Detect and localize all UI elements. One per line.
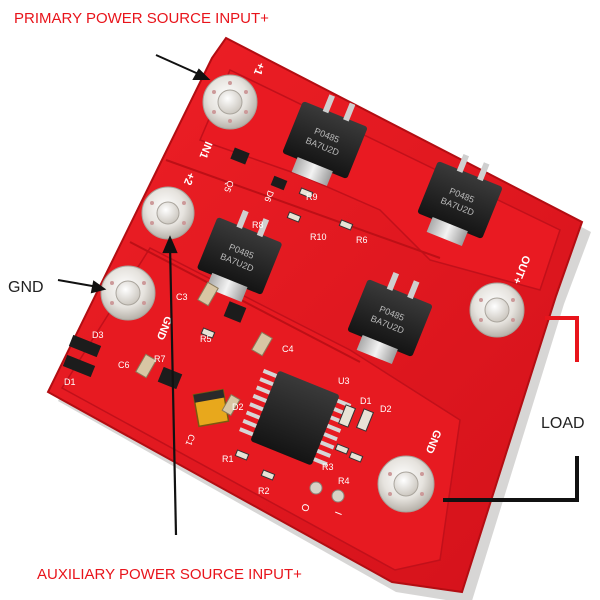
load-wire-ground xyxy=(443,456,579,502)
terminal-auxiliary-input xyxy=(141,186,195,240)
mosfet-q-mid-right: P0485 BA7U2D xyxy=(347,271,433,365)
ic-u3 xyxy=(239,368,352,467)
silk-r9: R9 xyxy=(306,192,318,202)
silk-r4: R4 xyxy=(338,476,350,486)
silk-r8: R8 xyxy=(252,220,264,230)
board-split-line-2 xyxy=(129,241,361,363)
silk-q5: Q5 xyxy=(222,179,236,194)
label-gnd: GND xyxy=(8,279,44,296)
silk-r7: R7 xyxy=(154,354,166,364)
arrow-gnd xyxy=(57,279,107,294)
silk-d2-left: D2 xyxy=(232,402,244,412)
board-split-line xyxy=(165,159,441,259)
silk-c3: C3 xyxy=(176,292,188,302)
silk-in1: IN1 xyxy=(197,140,215,160)
silk-d6: D6 xyxy=(262,189,276,203)
silk-r5: R5 xyxy=(200,334,212,344)
silk-in1-plus: +1 xyxy=(251,61,267,77)
silk-c6: C6 xyxy=(118,360,130,370)
silk-r3: R3 xyxy=(322,462,334,472)
label-load: LOAD xyxy=(541,415,585,432)
copper-zone-top xyxy=(198,68,561,291)
arrow-auxiliary xyxy=(162,235,178,536)
label-primary-power-source: PRIMARY POWER SOURCE INPUT+ xyxy=(14,10,269,27)
arrow-primary xyxy=(155,54,211,80)
silk-r2: R2 xyxy=(258,486,270,496)
terminal-gnd-output xyxy=(377,455,435,513)
silk-c4: C4 xyxy=(282,344,294,354)
silk-c1: C1 xyxy=(183,433,197,447)
mosfet-q-top-left: P0485 BA7U2D xyxy=(282,94,368,187)
silk-r6: R6 xyxy=(356,235,368,245)
silk-pad-i: I xyxy=(332,510,343,517)
load-wire-positive xyxy=(545,316,579,362)
silk-u3: U3 xyxy=(338,376,350,386)
silk-r1-left: R1 xyxy=(222,454,234,464)
silk-d1-right: D1 xyxy=(360,396,372,406)
silk-d1-left: D1 xyxy=(64,377,76,387)
mosfet-q-mid-left: P0485 BA7U2D xyxy=(197,209,282,302)
silk-r10: R10 xyxy=(310,232,327,242)
terminal-primary-input xyxy=(202,74,258,130)
silk-in2-plus: +2 xyxy=(181,171,197,187)
smd-small-parts xyxy=(62,147,375,503)
terminal-gnd-input xyxy=(100,265,156,321)
silk-d3: D3 xyxy=(92,330,104,340)
silk-d2-right: D2 xyxy=(380,404,392,414)
mosfet-q-top-right: P0485 BA7U2D xyxy=(417,153,503,247)
silk-pad-o: O xyxy=(298,502,311,514)
label-auxiliary-power-source: AUXILIARY POWER SOURCE INPUT+ xyxy=(37,566,302,583)
terminal-out-plus xyxy=(469,282,525,338)
